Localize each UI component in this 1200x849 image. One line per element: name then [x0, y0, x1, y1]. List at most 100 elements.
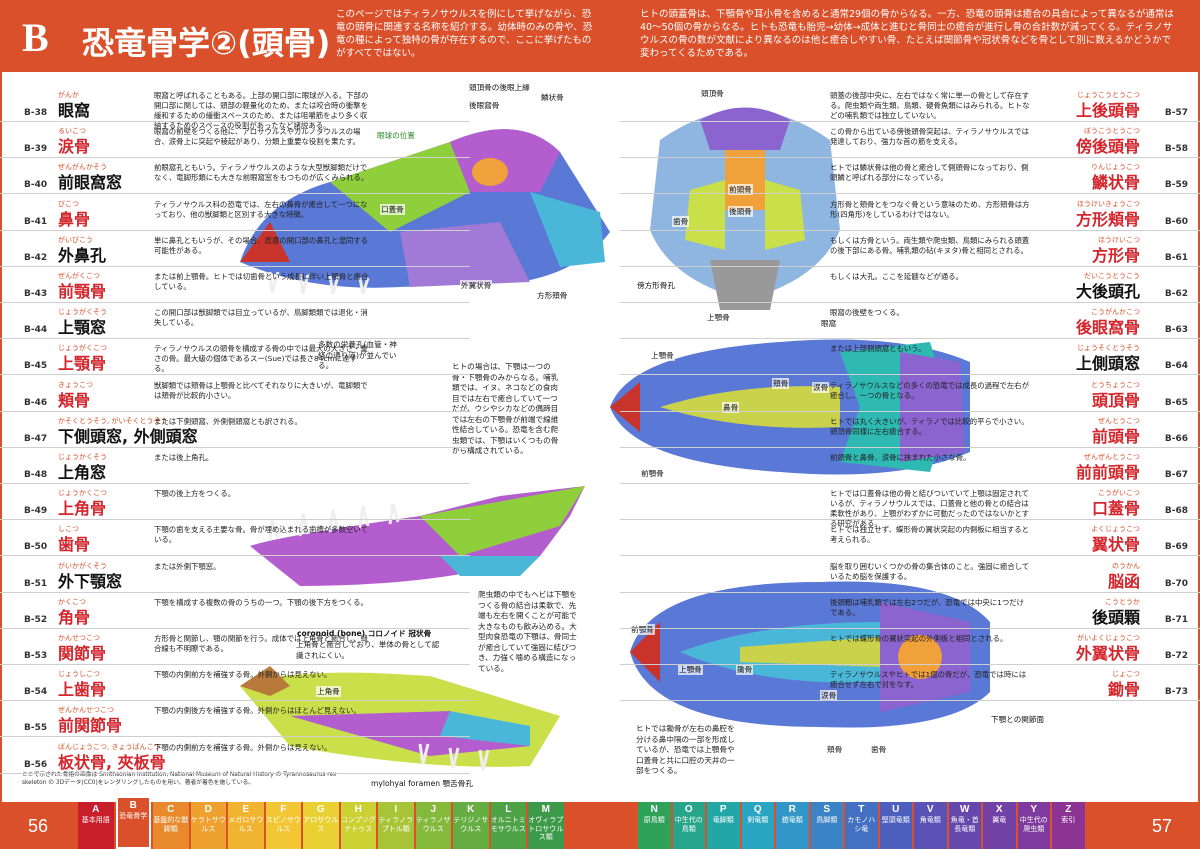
entry-number: B-40 [24, 180, 48, 191]
entry-number: B-43 [24, 289, 48, 299]
term-reading: かんせつこつ [58, 634, 100, 642]
chapter-tab-letter: T [858, 804, 865, 815]
term-description: 前頭骨と鼻骨、涙骨に挟まれた小さな骨。 [830, 453, 971, 462]
term-description: 下顎を構成する複数の骨のうちの一つ。下顎の後下方をつくる。 [154, 597, 368, 607]
term-description: ヒトでは丸く大きいが、ティラノでは比較的平らで小さい。頭頂骨同様に左右癒合する。 [830, 416, 1029, 436]
chapter-tab-letter: K [467, 804, 475, 815]
chapter-tab-letter: M [541, 804, 550, 815]
term-name: 上角窓 [58, 463, 107, 482]
chapter-tab-name: 中生代の爬虫類 [1019, 816, 1048, 833]
term-description: ティラノサウルスなどの多くの恐竜では成長の過程で左右が癒合し、一つの骨となる。 [830, 380, 1029, 400]
term-name: 方形頬骨 [1075, 209, 1140, 229]
term-name: 鱗状骨 [1091, 173, 1140, 193]
term-name: 歯骨 [58, 535, 91, 555]
label-posterior-dentary: 歯骨 [672, 216, 690, 227]
chapter-tab-name: 翼竜 [992, 816, 1007, 824]
term-description: 前眼窩孔ともいう。ティラノサウルスのような大型獣脚類だけでなく、竜脚形類にも大き… [154, 163, 369, 183]
term-name: 外下顎窓 [58, 571, 123, 591]
chapter-tab-name: ケラトサウルス [190, 816, 226, 833]
label-dorsal-maxilla: 上顎骨 [650, 350, 675, 361]
chapter-tab-letter: X [995, 804, 1003, 815]
term-name: 傍後頭骨 [1075, 137, 1140, 157]
term-name: 涙骨 [58, 137, 91, 157]
skull-ventral-illustration [630, 581, 990, 728]
term-reading: とうちょうこつ [1091, 380, 1140, 389]
entry-number: B-55 [24, 723, 48, 734]
chapter-tab-name: 恐竜骨学 [119, 812, 148, 820]
term-name: 頬骨 [58, 390, 91, 410]
chapter-tab-name: テリジノサウルス [453, 816, 489, 833]
term-reading: じょうかくこつ [58, 489, 107, 498]
term-reading: ぜんかんせつこつ [58, 706, 114, 715]
chapter-tab-letter: B [129, 800, 137, 811]
chapter-tab-name: 原鳥類 [643, 816, 665, 824]
label-jaw-articulation: 下顎との関節面 [990, 714, 1046, 725]
page-header: B 恐竜骨学②(頭骨) このページではティラノサウルスを例にして挙げながら、恐竜… [0, 0, 1200, 72]
chapter-tab-letter: Q [753, 804, 762, 815]
entry-number: B-64 [1164, 361, 1188, 372]
term-description: ティラノサウルスやヒトでは1個の骨だが、恐竜では時には癒合せず左右で対をなす。 [830, 670, 1027, 690]
label-ventral-premaxilla: 前顎骨 [630, 624, 655, 635]
term-name: 前頭骨 [1091, 426, 1140, 446]
entry-number: B-48 [24, 470, 48, 480]
term-description: 下顎の歯を支える主要な骨。骨が埋め込まれる歯槽が多数空いている。 [154, 525, 368, 545]
callout-snake-jaw: 爬虫類の中でもヘビは下顎をつくる骨の結合は柔軟で、先端も左右を開くことが可能で大… [478, 590, 582, 674]
chapter-tab-letter: U [892, 804, 900, 815]
chapter-tab-letter: R [788, 804, 796, 815]
entry-number: B-73 [1164, 687, 1188, 698]
entry-number: B-52 [24, 614, 48, 625]
term-description: 下顎の内側前方を補強する骨。外側からは見えない。 [154, 742, 332, 752]
term-reading: のうかん [1112, 561, 1140, 570]
chapter-tab-letter: F [280, 804, 287, 815]
chapter-tab-letter: A [92, 804, 100, 815]
term-description: 後頭顆は哺乳類では左右2つだが、恐竜では中央に1つだけである。 [830, 597, 1025, 617]
entry-number: B-70 [1164, 578, 1188, 589]
label-posterior-parietal: 頭頂骨 [700, 88, 725, 99]
entry-number: B-63 [1164, 325, 1188, 336]
chapter-tab-letter: O [684, 804, 693, 815]
term-description: ティラノサウルス科の恐竜では、左右の鼻骨が癒合して一つになっており、他の獣脚類と… [154, 199, 368, 219]
label-dorsal-nasal: 鼻骨 [722, 402, 740, 413]
term-description: 頭蓋の後部中央に、左右ではなく常に単一の骨として存在する。爬虫類や両生類、鳥類、… [830, 91, 1030, 120]
entry-number: B-50 [24, 542, 48, 553]
entry-number: B-69 [1164, 542, 1188, 553]
callout-coronoid: 上角骨と癒合しており、単体の骨として認識されにくい。 [296, 640, 446, 661]
term-description: ヒトでは口蓋骨は他の骨と結びついていて上顎は固定されているが、ティラノサウルスで… [830, 489, 1030, 529]
term-reading: がんか [58, 91, 79, 99]
